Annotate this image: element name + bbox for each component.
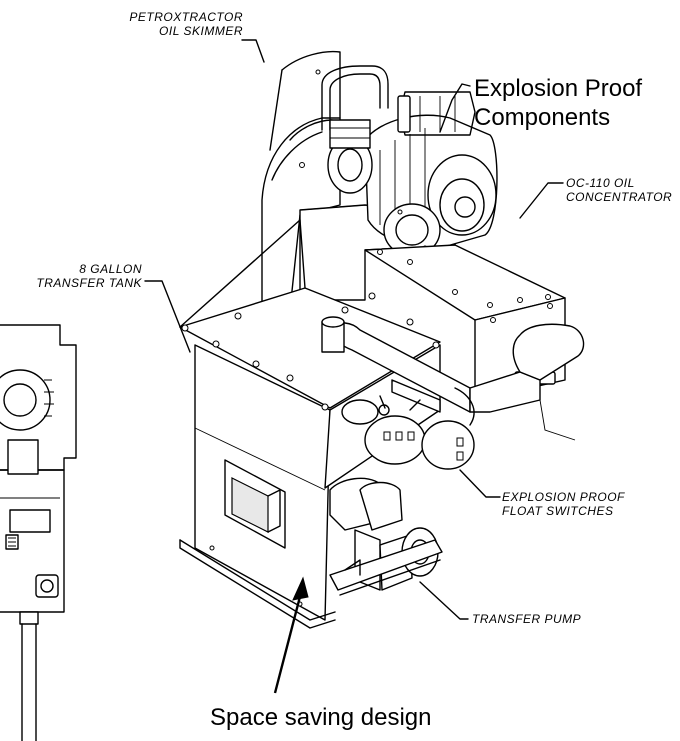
skimmer-leader	[241, 39, 265, 63]
piping	[321, 316, 585, 426]
concentrator-leader	[519, 182, 564, 219]
float-switches-label: EXPLOSION PROOF FLOAT SWITCHES	[502, 490, 625, 518]
side-view-unit	[0, 324, 77, 741]
float-switches	[341, 395, 475, 470]
components-leader	[439, 83, 471, 133]
skimmer-label-line1: PETROXTRACTOR	[129, 10, 243, 24]
callout-leaders	[144, 39, 564, 620]
skimmer-label-line2: OIL SKIMMER	[159, 24, 243, 38]
concentrator-line1: OC-110 OIL	[566, 176, 635, 190]
motor-assembly	[327, 91, 498, 257]
skimmer-label: PETROXTRACTOR OIL SKIMMER	[129, 10, 243, 38]
transfer-pump	[329, 477, 443, 596]
space-saving-arrow-icon	[273, 576, 309, 694]
tank-leader	[144, 280, 191, 353]
transfer-tank-label: 8 GALLON TRANSFER TANK	[36, 262, 142, 290]
float-line2: FLOAT SWITCHES	[502, 504, 614, 518]
explosion-proof-components-label: Explosion Proof Components	[474, 74, 642, 132]
transfer-pump-label: TRANSFER PUMP	[472, 612, 582, 626]
float-line1: EXPLOSION PROOF	[502, 490, 625, 504]
tank-line1: 8 GALLON	[79, 262, 142, 276]
space-saving-design-label: Space saving design	[210, 704, 432, 731]
concentrator-line2: CONCENTRATOR	[566, 190, 673, 204]
tank-line2: TRANSFER TANK	[36, 276, 142, 290]
explosion-components-line2: Components	[474, 104, 611, 131]
pump-leader	[419, 581, 469, 620]
concentrator-label: OC-110 OIL CONCENTRATOR	[566, 176, 672, 204]
explosion-components-line1: Explosion Proof	[474, 75, 643, 102]
float-leader	[459, 469, 501, 498]
handle-frame	[321, 65, 389, 131]
